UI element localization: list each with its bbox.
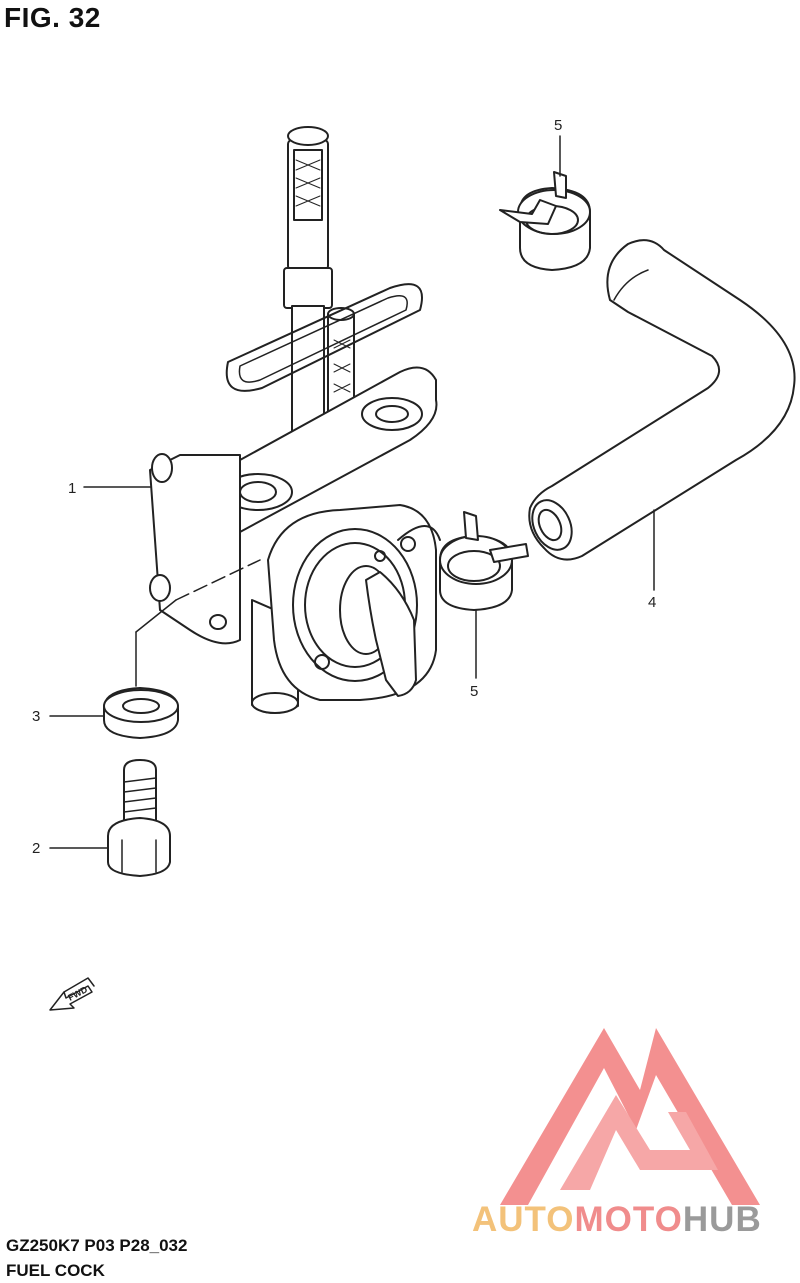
watermark-logo-icon <box>500 1028 760 1205</box>
fuel-cock-body <box>149 126 441 714</box>
figure-code: GZ250K7 P03 P28_032 <box>6 1236 188 1255</box>
hose-clamp-lower <box>439 511 529 611</box>
watermark-text-hub: HUB <box>682 1200 762 1239</box>
callout-1: 1 <box>68 480 76 497</box>
hose-clamp-upper <box>499 171 591 271</box>
figure-name: FUEL COCK <box>6 1261 105 1280</box>
forward-arrow-icon <box>49 977 95 1011</box>
watermark-text-auto: AUTO <box>472 1200 575 1239</box>
watermark-text-moto: MOTO <box>574 1200 683 1239</box>
callout-2: 2 <box>32 840 40 857</box>
watermark-text: AUTOMOTOHUB <box>472 1200 762 1240</box>
figure-title: FIG. 32 <box>4 2 101 33</box>
washer <box>103 687 179 739</box>
callout-5-lower: 5 <box>470 683 478 700</box>
bolt <box>107 759 171 877</box>
callout-4: 4 <box>648 594 656 611</box>
leader-lines <box>49 135 655 849</box>
callout-3: 3 <box>32 708 40 725</box>
callout-5-upper: 5 <box>554 117 562 134</box>
fuel-hose <box>528 239 796 561</box>
